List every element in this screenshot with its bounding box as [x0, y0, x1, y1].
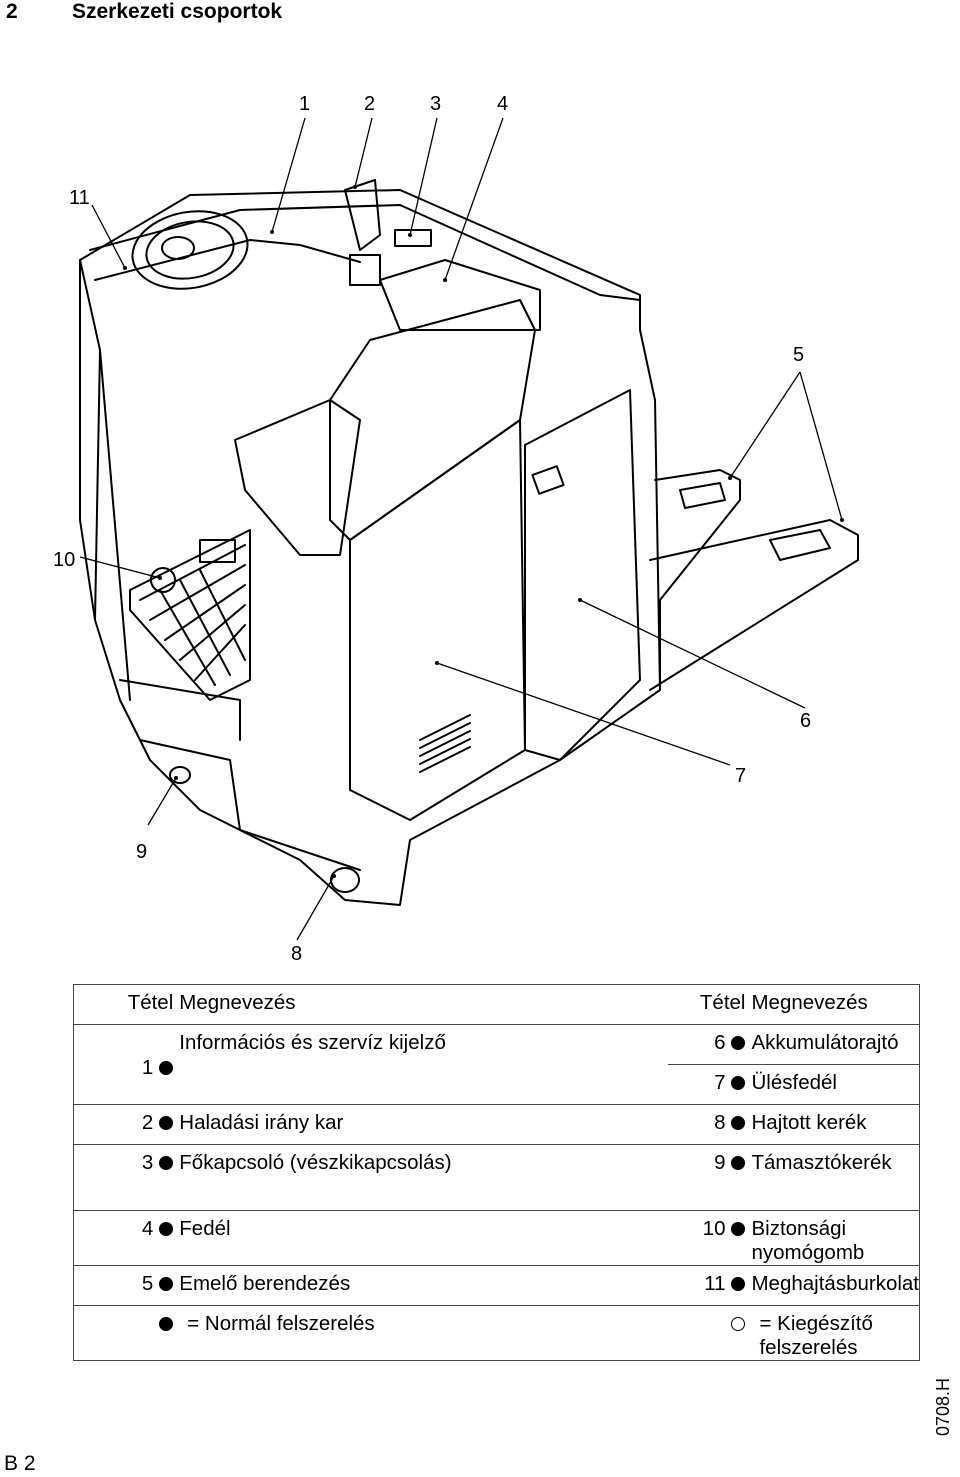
callout-7: 7: [735, 765, 746, 787]
callout-10: 10: [53, 549, 75, 571]
battery-door: [524, 389, 641, 761]
row-item-2: 7: [714, 1071, 726, 1094]
callout-2: 2: [364, 93, 375, 115]
legend-standard: = Normál felszerelés: [177, 1305, 668, 1361]
row-name-2: Meghajtásburkolat: [749, 1265, 920, 1306]
chapter-number: 2: [6, 0, 18, 23]
standard-equipment-dot-icon: [159, 1116, 174, 1130]
table-row: 1 Információs és szervíz kijelző 6 Akkum…: [73, 1024, 920, 1105]
callout-8: 8: [291, 943, 302, 965]
callout-11: 11: [69, 187, 90, 209]
standard-equipment-dot-icon: [731, 1222, 746, 1236]
standard-equipment-dot-icon: [159, 1317, 174, 1331]
row-item-2: 8: [714, 1111, 726, 1134]
parts-table: Tétel Megnevezés Tétel Megnevezés 1 Info…: [73, 984, 920, 1361]
row-name: Emelő berendezés: [177, 1265, 668, 1306]
table-row: 3 Főkapcsoló (vészkikapcsolás) 9 Támaszt…: [73, 1144, 920, 1211]
page-header: 2 Szerkezeti csoportok: [6, 0, 282, 24]
row-item: 5: [141, 1272, 154, 1295]
row-name: Fedél: [177, 1210, 668, 1266]
row-name-2: Biztonsági nyomógomb: [749, 1210, 920, 1266]
row-item-2: 6: [714, 1031, 726, 1054]
standard-equipment-dot-icon: [159, 1060, 174, 1075]
optional-equipment-circle-icon: [731, 1317, 746, 1331]
truck-illustration: 1 2 3 4 5 6 7 8 9 10 11: [53, 93, 859, 965]
row-item: 2: [141, 1111, 154, 1134]
row-name: Információs és szervíz kijelző: [177, 1024, 668, 1105]
standard-equipment-dot-icon: [731, 1036, 746, 1050]
row-name-2: Hajtott kerék: [749, 1104, 920, 1145]
fork-left: [654, 469, 741, 691]
legend-row: = Normál felszerelés = Kiegészítő felsze…: [73, 1305, 920, 1361]
table-row: 7 Ülésfedél: [74, 1064, 920, 1105]
standard-equipment-dot-icon: [731, 1277, 746, 1291]
standard-equipment-dot-icon: [159, 1277, 174, 1291]
table-header-row: Tétel Megnevezés Tétel Megnevezés: [73, 984, 920, 1025]
standard-equipment-dot-icon: [731, 1076, 746, 1090]
header-name-2: Megnevezés: [749, 984, 920, 1025]
table-row: 4 Fedél 10 Biztonsági nyomógomb: [73, 1210, 920, 1266]
page-number: B 2: [4, 1452, 36, 1475]
row-item-2: 10: [702, 1217, 726, 1240]
standard-equipment-dot-icon: [159, 1222, 174, 1236]
steering-wheel: [131, 210, 249, 290]
table-row: 2 Haladási irány kar 8 Hajtott kerék: [73, 1104, 920, 1145]
drive-cover-outline: [79, 189, 661, 906]
row-name: Haladási irány kar: [177, 1104, 668, 1145]
row-item: 3: [141, 1151, 154, 1174]
callout-3: 3: [430, 93, 441, 115]
seat-back: [329, 299, 536, 541]
header-item-2: Tétel: [667, 984, 750, 1025]
legend-optional: = Kiegészítő felszerelés: [749, 1305, 920, 1361]
standard-equipment-dot-icon: [159, 1156, 174, 1170]
callout-6: 6: [800, 710, 811, 732]
standard-equipment-dot-icon: [731, 1116, 746, 1130]
row-item: 1: [141, 1055, 154, 1079]
row-item-2: 11: [704, 1272, 726, 1295]
row-item-2: 9: [714, 1151, 726, 1174]
header-item: Tétel: [73, 984, 178, 1025]
row-name-2: Támasztókerék: [749, 1144, 920, 1211]
chapter-title: Szerkezeti csoportok: [72, 0, 283, 23]
table-row: 5 Emelő berendezés 11 Meghajtásburkolat: [73, 1265, 920, 1306]
row-name-2: Akkumulátorajtó: [749, 1024, 920, 1065]
seat-cushion: [234, 399, 361, 556]
document-code: 0708.H: [933, 1377, 953, 1436]
callout-4: 4: [497, 93, 508, 115]
joystick: [344, 179, 381, 251]
standard-equipment-dot-icon: [731, 1156, 746, 1170]
row-item: 4: [141, 1217, 154, 1240]
fork-right: [649, 519, 859, 691]
header-name: Megnevezés: [177, 984, 668, 1025]
callout-1: 1: [299, 93, 310, 115]
row-name-2: Ülésfedél: [749, 1064, 920, 1105]
row-name: Főkapcsoló (vészkikapcsolás): [177, 1144, 668, 1211]
callout-9: 9: [136, 841, 147, 863]
callout-5: 5: [793, 344, 804, 366]
